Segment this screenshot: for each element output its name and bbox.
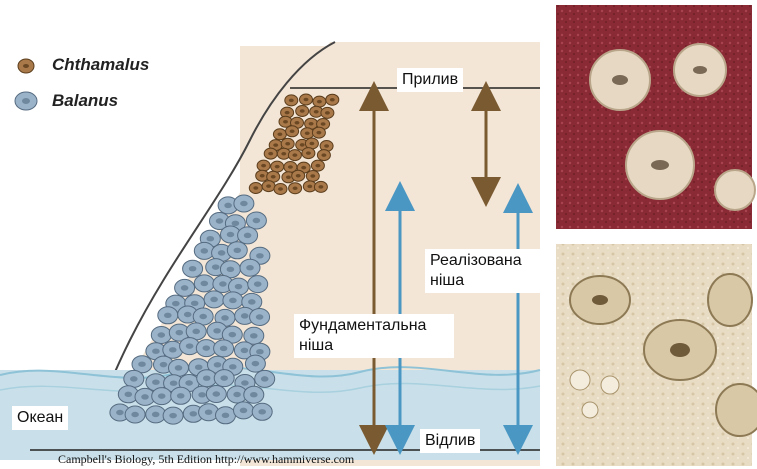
chthamalus-barnacle xyxy=(285,95,298,106)
chthamalus-barnacle xyxy=(281,138,294,149)
chthamalus-barnacle xyxy=(296,106,309,117)
legend-balanus-label: Balanus xyxy=(52,91,118,111)
balanus-barnacle xyxy=(255,370,275,387)
balanus-barnacle xyxy=(234,402,254,419)
chthamalus-barnacle xyxy=(273,129,286,140)
chthamalus-photo xyxy=(556,5,755,229)
balanus-barnacle xyxy=(175,279,195,296)
chthamalus-barnacle xyxy=(312,127,325,138)
chthamalus-barnacle xyxy=(300,94,313,105)
ocean-label: Океан xyxy=(12,406,68,430)
balanus-barnacle xyxy=(214,340,234,357)
chthamalus-barnacle xyxy=(286,126,299,137)
balanus-barnacle xyxy=(158,307,178,324)
chthamalus-barnacle xyxy=(302,148,315,159)
chthamalus-barnacle xyxy=(249,183,262,194)
balanus-barnacle xyxy=(240,259,260,276)
balanus-barnacle xyxy=(124,370,144,387)
chthamalus-barnacle xyxy=(257,160,270,171)
chthamalus-barnacle xyxy=(321,107,334,118)
chthamalus-barnacle xyxy=(271,161,284,172)
chthamalus-barnacle xyxy=(311,160,324,171)
balanus-barnacle xyxy=(125,406,145,423)
balanus-barnacle xyxy=(234,195,254,212)
balanus-barnacle-icon xyxy=(15,92,37,110)
chthamalus-barnacle xyxy=(274,184,287,195)
balanus-barnacle xyxy=(194,275,214,292)
legend-chthamalus-label: Chthamalus xyxy=(52,55,149,75)
balanus-barnacle xyxy=(238,227,258,244)
chthamalus-barnacle xyxy=(264,148,277,159)
chthamalus-barnacle xyxy=(292,170,305,181)
chthamalus-barnacle xyxy=(289,183,302,194)
balanus-barnacle xyxy=(204,291,224,308)
balanus-barnacle xyxy=(246,212,266,229)
balanus-barnacle xyxy=(169,359,189,376)
chthamalus-barnacle xyxy=(301,128,314,139)
high-tide-label: Прилив xyxy=(397,68,463,92)
realized-niche-label: Реалізована ніша xyxy=(425,249,549,293)
low-tide-label: Відлив xyxy=(420,429,480,453)
balanus-barnacle xyxy=(151,327,171,344)
balanus-barnacle xyxy=(183,260,203,277)
credit-caption: Campbell's Biology, 5th Edition http://w… xyxy=(58,452,354,467)
balanus-barnacle xyxy=(216,407,236,424)
balanus-barnacle xyxy=(248,276,268,293)
chthamalus-barnacle-icon xyxy=(18,59,34,73)
balanus-barnacle xyxy=(250,309,270,326)
balanus-barnacle xyxy=(245,355,265,372)
balanus-barnacle xyxy=(171,387,191,404)
chthamalus-barnacle xyxy=(288,150,301,161)
balanus-photo xyxy=(556,244,757,466)
balanus-barnacle xyxy=(197,370,217,387)
balanus-barnacle xyxy=(252,403,272,420)
balanus-barnacle xyxy=(206,386,226,403)
chthamalus-barnacle xyxy=(262,181,275,192)
balanus-barnacle xyxy=(227,242,247,259)
balanus-barnacle xyxy=(194,242,214,259)
balanus-barnacle xyxy=(214,370,234,387)
chthamalus-barnacle xyxy=(314,181,327,192)
balanus-barnacle xyxy=(223,292,243,309)
chthamalus-barnacle xyxy=(326,94,339,105)
chthamalus-barnacle xyxy=(317,150,330,161)
balanus-barnacle xyxy=(152,388,172,405)
balanus-barnacle xyxy=(163,407,183,424)
chthamalus-barnacle xyxy=(306,171,319,182)
fundamental-niche-label: Фундаментальна ніша xyxy=(294,314,454,358)
balanus-barnacle xyxy=(244,386,264,403)
chthamalus-barnacle xyxy=(313,96,326,107)
balanus-cluster xyxy=(110,195,275,424)
